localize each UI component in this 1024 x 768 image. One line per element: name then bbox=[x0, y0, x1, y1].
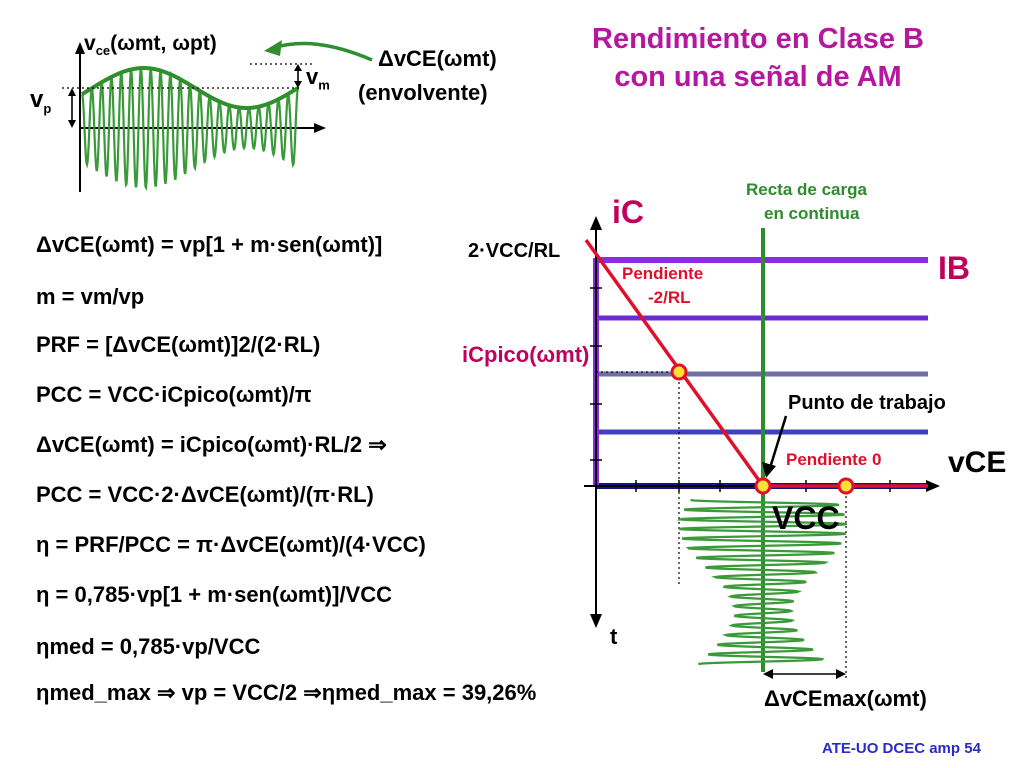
ic-max-label: 2·VCC/RL bbox=[468, 240, 561, 262]
equation-9: ηmed = 0,785·vp/VCC bbox=[36, 634, 261, 659]
equation-2: m = vm/vp bbox=[36, 284, 145, 309]
zero-slope-label: Pendiente 0 bbox=[786, 450, 882, 469]
title-line-1: Rendimiento en Clase B bbox=[592, 23, 924, 55]
vce-wave-label: vce(ωmt, ωpt) bbox=[84, 32, 217, 59]
title-line-2: con una señal de AM bbox=[614, 61, 902, 93]
icpico-label: iCpico(ωmt) bbox=[462, 342, 590, 367]
ac-slope-label-1: Pendiente bbox=[622, 264, 704, 283]
dc-load-line-label-1: Recta de carga bbox=[746, 180, 867, 199]
operating-point bbox=[754, 477, 772, 495]
ic-axis-ticks bbox=[590, 287, 602, 461]
envelope-note: (envolvente) bbox=[358, 80, 488, 105]
ac-slope-label-2: -2/RL bbox=[648, 288, 691, 307]
am-envelope-top bbox=[80, 66, 300, 110]
equation-3: PRF = [ΔvCE(ωmt)]2/(2·RL) bbox=[36, 332, 321, 357]
envelope-label: ΔvCE(ωmt) bbox=[378, 46, 497, 71]
equation-10: ηmed_max ⇒ vp = VCC/2 ⇒ηmed_max = 39,26% bbox=[36, 680, 537, 705]
page-title: Rendimiento en Clase B con una señal de … bbox=[548, 20, 968, 96]
envelope-pointer-arrow bbox=[271, 41, 373, 62]
am-plot-x-arrow bbox=[314, 123, 326, 133]
am-plot-y-arrow bbox=[75, 42, 85, 54]
dc-load-line-label-2: en continua bbox=[764, 204, 860, 223]
equation-5: ΔvCE(ωmt) = iCpico(ωmt)·RL/2 ⇒ bbox=[36, 432, 387, 457]
icpico-point bbox=[670, 363, 688, 381]
output-graph bbox=[584, 216, 940, 680]
vce-am-wave bbox=[676, 498, 847, 666]
footer-credit: ATE-UO DCEC amp 54 bbox=[822, 740, 981, 757]
vce-max-point bbox=[837, 477, 855, 495]
equation-8: η = 0,785·vp[1 + m·sen(ωmt)]/VCC bbox=[36, 582, 393, 607]
vm-label: vm bbox=[306, 64, 330, 93]
vp-label: vp bbox=[30, 86, 52, 116]
vce-axis-label: vCE bbox=[948, 446, 1007, 479]
equation-6: PCC = VCC·2·ΔvCE(ωmt)/(π·RL) bbox=[36, 482, 374, 507]
equation-7: η = PRF/PCC = π·ΔvCE(ωmt)/(4·VCC) bbox=[36, 532, 426, 557]
t-axis-arrow bbox=[590, 614, 602, 628]
dvcemax-label: ΔvCEmax(ωmt) bbox=[764, 686, 927, 711]
equation-1: ΔvCE(ωmt) = vp[1 + m·sen(ωmt)] bbox=[36, 232, 383, 257]
equation-4: PCC = VCC·iCpico(ωmt)/π bbox=[36, 382, 312, 407]
am-plot bbox=[62, 40, 373, 192]
operating-point-label: Punto de trabajo bbox=[788, 392, 946, 414]
vcc-label: VCC bbox=[772, 500, 840, 536]
operating-point-pointer bbox=[768, 415, 788, 469]
ic-axis-label: iC bbox=[612, 194, 644, 230]
ac-load-line bbox=[584, 238, 765, 488]
ib-label: IB bbox=[938, 250, 970, 286]
t-axis-label: t bbox=[610, 624, 618, 649]
vce-axis-ticks bbox=[635, 480, 891, 492]
